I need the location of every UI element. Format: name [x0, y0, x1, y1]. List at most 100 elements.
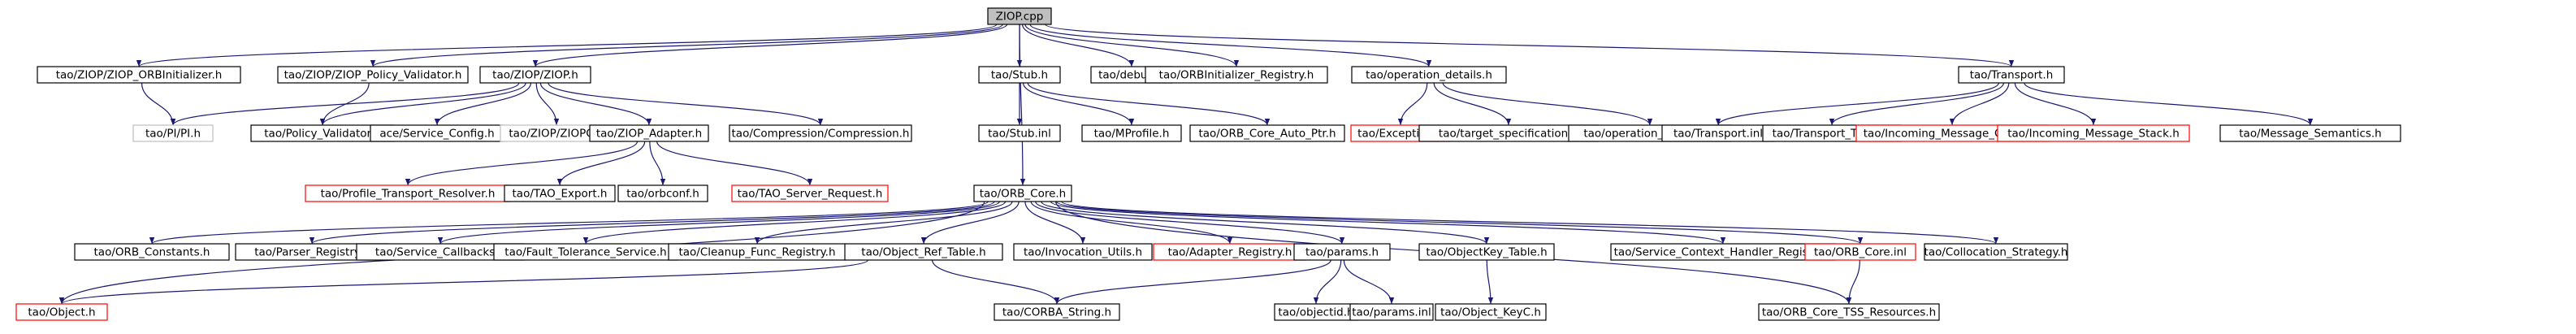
node-pi-label: tao/PI/PI.h	[145, 128, 201, 141]
node-svc_ctx_handler[interactable]: tao/Service_Context_Handler_Registry.h	[1610, 243, 1836, 261]
node-parser_reg[interactable]: tao/Parser_Registry.h	[235, 243, 389, 261]
node-svc_callbacks[interactable]: tao/Service_Callbacks.h	[356, 243, 525, 261]
node-ziop_h[interactable]: tao/ZIOP/ZIOP.h	[479, 66, 591, 84]
node-transport[interactable]: tao/Transport.h	[1958, 66, 2065, 84]
edge-ziop_adapter-to-tao_export	[556, 141, 646, 186]
edge-root-to-transport	[1045, 24, 2014, 67]
node-polval_ziop[interactable]: tao/ZIOP/ZIOP_Policy_Validator.h	[277, 66, 469, 84]
node-target_spec[interactable]: tao/target_specification.h	[1418, 124, 1599, 142]
node-corba_string[interactable]: tao/CORBA_String.h	[994, 303, 1120, 321]
node-orbconf[interactable]: tao/orbconf.h	[617, 184, 708, 202]
node-objkey_table-label: tao/ObjectKey_Table.h	[1426, 246, 1547, 259]
node-incoming_stack[interactable]: tao/Incoming_Message_Stack.h	[1997, 124, 2190, 142]
node-polval_ziop-box	[277, 66, 469, 84]
edge-orb_core-to-invocation_utils	[1024, 201, 1086, 245]
edge-transport-to-incoming_queue	[1949, 82, 2010, 126]
node-orb_constants-label: tao/ORB_Constants.h	[94, 246, 210, 259]
node-obj_ref_table-label: tao/Object_Ref_Table.h	[861, 246, 985, 259]
node-params-box	[1293, 243, 1391, 261]
node-orbconf-box	[617, 184, 708, 202]
edge-root-to-ziop_h	[532, 24, 1008, 67]
node-params_inl-box	[1349, 303, 1434, 321]
edge-opdetails-to-target_spec	[1433, 82, 1512, 126]
node-orb_core_inl[interactable]: tao/ORB_Core.inl	[1804, 243, 1916, 261]
node-collocation[interactable]: tao/Collocation_Strategy.h	[1924, 243, 2068, 261]
node-obj_keyc-label: tao/Object_KeyC.h	[1440, 306, 1541, 319]
node-tao_export-box	[504, 184, 616, 202]
edge-orb_core-to-svc_callbacks	[438, 201, 1000, 245]
node-orbinit_reg[interactable]: tao/ORBInitializer_Registry.h	[1145, 66, 1328, 84]
node-orbinit-box	[37, 66, 241, 84]
node-opdetails-label: tao/operation_details.h	[1366, 69, 1492, 82]
node-ziop_adapter-box	[589, 124, 709, 142]
node-tss_res-label: tao/ORB_Core_TSS_Resources.h	[1762, 306, 1936, 319]
node-opdetails[interactable]: tao/operation_details.h	[1351, 66, 1507, 84]
node-orb_constants-box	[74, 243, 230, 261]
node-orbinit-label: tao/ZIOP/ZIOP_ORBInitializer.h	[56, 69, 223, 82]
node-svc_callbacks-label: tao/Service_Callbacks.h	[375, 246, 505, 259]
edge-transport-to-msg_sem	[2024, 82, 2314, 126]
node-params_inl[interactable]: tao/params.inl	[1349, 303, 1434, 321]
node-object[interactable]: tao/Object.h	[15, 303, 108, 321]
edge-stub-to-orb_auto	[1027, 82, 1271, 126]
edge-orb_core-to-collocation	[1061, 201, 1998, 245]
edge-orb_core-to-params	[1035, 201, 1345, 245]
node-pi[interactable]: tao/PI/PI.h	[132, 124, 214, 142]
node-invocation_utils[interactable]: tao/Invocation_Utils.h	[1013, 243, 1153, 261]
edge-orb_core-to-objkey_table	[1041, 201, 1490, 245]
node-fault_tol[interactable]: tao/Fault_Tolerance_Service.h	[493, 243, 678, 261]
edge-orb_core_inl-to-tss_res	[1846, 259, 1860, 305]
node-objectid[interactable]: tao/objectid.h	[1274, 303, 1358, 321]
node-orb_core[interactable]: tao/ORB_Core.h	[973, 184, 1072, 202]
node-mprofile[interactable]: tao/MProfile.h	[1081, 124, 1182, 142]
node-parser_reg-label: tao/Parser_Registry.h	[254, 246, 370, 259]
node-pi-box	[132, 124, 214, 142]
node-tss_res[interactable]: tao/ORB_Core_TSS_Resources.h	[1758, 303, 1940, 321]
node-ziop_h-label: tao/ZIOP/ZIOP.h	[492, 69, 578, 82]
node-profile_resolver-label: tao/Profile_Transport_Resolver.h	[321, 188, 496, 201]
edge-orb_core-to-orb_core_inl	[1055, 201, 1863, 245]
node-ziopc-label: tao/ZIOP/ZIOPC.h	[509, 128, 604, 141]
node-transport_inl[interactable]: tao/Transport.inl	[1661, 124, 1775, 142]
node-obj_keyc[interactable]: tao/Object_KeyC.h	[1435, 303, 1547, 321]
node-compression-label: tao/Compression/Compression.h	[732, 128, 910, 141]
edge-orb_core-to-orb_constants	[149, 201, 989, 245]
node-adapter_reg[interactable]: tao/Adapter_Registry.h	[1153, 243, 1307, 261]
edge-root-to-debug	[1021, 24, 1135, 67]
node-profile_resolver[interactable]: tao/Profile_Transport_Resolver.h	[305, 184, 511, 202]
edge-orb_core-to-svc_ctx_handler	[1050, 201, 1725, 245]
node-server_request-box	[731, 184, 889, 202]
node-orb_constants[interactable]: tao/ORB_Constants.h	[74, 243, 230, 261]
node-objkey_table[interactable]: tao/ObjectKey_Table.h	[1418, 243, 1555, 261]
node-msg_sem[interactable]: tao/Message_Semantics.h	[2219, 124, 2401, 142]
edge-transport-to-incoming_stack	[2014, 82, 2097, 126]
node-compression[interactable]: tao/Compression/Compression.h	[729, 124, 912, 142]
node-object-label: tao/Object.h	[28, 306, 95, 319]
edge-ziop_h-to-ziop_adapter	[539, 82, 652, 126]
node-orbinit[interactable]: tao/ZIOP/ZIOP_ORBInitializer.h	[37, 66, 241, 84]
node-svcconfig[interactable]: ace/Service_Config.h	[370, 124, 504, 142]
node-server_request-label: tao/TAO_Server_Request.h	[738, 188, 883, 201]
node-stub_inl[interactable]: tao/Stub.inl	[978, 124, 1061, 142]
node-adapter_reg-label: tao/Adapter_Registry.h	[1168, 246, 1292, 259]
node-orb_core-label: tao/ORB_Core.h	[980, 188, 1066, 201]
node-cleanup_reg[interactable]: tao/Cleanup_Func_Registry.h	[668, 243, 846, 261]
edge-ziop_h-to-compression	[548, 82, 824, 126]
edge-ziop_adapter-to-server_request	[656, 141, 813, 186]
node-orb_auto[interactable]: tao/ORB_Core_Auto_Ptr.h	[1189, 124, 1345, 142]
node-cleanup_reg-label: tao/Cleanup_Func_Registry.h	[678, 246, 835, 259]
node-obj_keyc-box	[1435, 303, 1547, 321]
node-tao_export[interactable]: tao/TAO_Export.h	[504, 184, 616, 202]
node-ziop_adapter[interactable]: tao/ZIOP_Adapter.h	[589, 124, 709, 142]
node-obj_ref_table[interactable]: tao/Object_Ref_Table.h	[844, 243, 1003, 261]
node-stub[interactable]: tao/Stub.h	[978, 66, 1061, 84]
edge-ziop_adapter-to-orbconf	[649, 141, 666, 186]
edge-ziop_h-to-svcconfig	[434, 82, 532, 126]
node-server_request[interactable]: tao/TAO_Server_Request.h	[731, 184, 889, 202]
edge-ziop_h-to-ziopc	[535, 82, 560, 126]
node-params[interactable]: tao/params.h	[1293, 243, 1391, 261]
node-ziopc[interactable]: tao/ZIOP/ZIOPC.h	[500, 124, 613, 142]
edge-orb_core-to-fault_tol	[582, 201, 1007, 245]
node-collocation-label: tao/Collocation_Strategy.h	[1924, 246, 2068, 259]
